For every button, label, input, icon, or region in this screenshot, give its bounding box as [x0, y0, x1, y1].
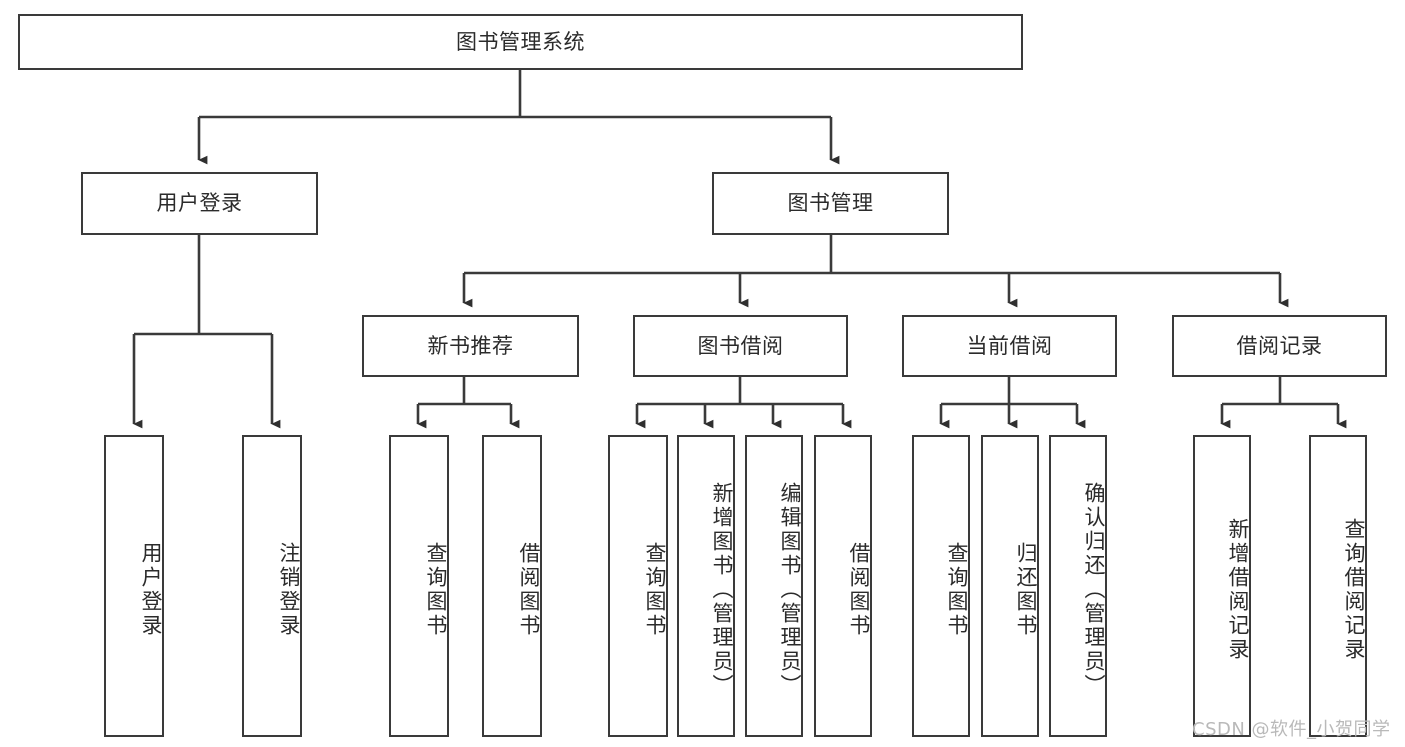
edges-newbook-to-leaves [416, 377, 520, 429]
node-leaf-query-book-recommend[interactable]: 查询图书 [389, 435, 449, 737]
node-leaf-add-borrow-record-label: 新增借阅记录 [1226, 518, 1250, 662]
node-leaf-borrow-book-label: 借阅图书 [847, 542, 871, 638]
node-current-borrow-label: 当前借阅 [966, 333, 1053, 358]
node-borrow-record[interactable]: 借阅记录 [1172, 315, 1387, 377]
node-leaf-add-borrow-record[interactable]: 新增借阅记录 [1193, 435, 1251, 737]
node-book-borrow-label: 图书借阅 [697, 333, 784, 358]
node-leaf-edit-book-admin[interactable]: 编辑图书（管理员） [745, 435, 803, 737]
node-leaf-edit-book-admin-label: 编辑图书（管理员） [778, 482, 802, 698]
node-leaf-query-borrow-record[interactable]: 查询借阅记录 [1309, 435, 1367, 737]
node-book-management[interactable]: 图书管理 [712, 172, 949, 235]
node-current-borrow[interactable]: 当前借阅 [902, 315, 1117, 377]
node-new-book-recommend-label: 新书推荐 [427, 333, 514, 358]
node-leaf-add-book-admin-label: 新增图书（管理员） [710, 482, 734, 698]
node-leaf-logout[interactable]: 注销登录 [242, 435, 302, 737]
node-leaf-query-book-borrow-label: 查询图书 [643, 542, 667, 638]
node-leaf-borrow-book-recommend-label: 借阅图书 [517, 542, 541, 638]
edges-currentborrow-to-leaves [939, 377, 1086, 429]
node-leaf-query-book-current-label: 查询图书 [945, 542, 969, 638]
node-user-login-label: 用户登录 [156, 191, 243, 216]
node-borrow-record-label: 借阅记录 [1236, 333, 1323, 358]
node-leaf-confirm-return-admin-label: 确认归还（管理员） [1082, 482, 1106, 698]
node-leaf-query-book-recommend-label: 查询图书 [424, 542, 448, 638]
node-leaf-borrow-book-recommend[interactable]: 借阅图书 [482, 435, 542, 737]
edges-bookmgmt-to-level3 [462, 235, 1289, 308]
node-book-management-label: 图书管理 [787, 191, 874, 216]
node-root-system[interactable]: 图书管理系统 [18, 14, 1023, 70]
node-leaf-return-book-label: 归还图书 [1014, 542, 1038, 638]
node-leaf-logout-label: 注销登录 [277, 542, 301, 638]
edges-userlogin-to-leaves [132, 235, 281, 429]
node-leaf-query-borrow-record-label: 查询借阅记录 [1342, 518, 1366, 662]
node-book-borrow[interactable]: 图书借阅 [633, 315, 848, 377]
node-user-login[interactable]: 用户登录 [81, 172, 318, 235]
csdn-watermark: CSDN @软件_小贺同学 [1192, 719, 1391, 740]
node-leaf-query-book-borrow[interactable]: 查询图书 [608, 435, 668, 737]
edges-borrowrecord-to-leaves [1220, 377, 1347, 429]
node-leaf-query-book-current[interactable]: 查询图书 [912, 435, 970, 737]
node-new-book-recommend[interactable]: 新书推荐 [362, 315, 579, 377]
edges-root-to-level2 [197, 70, 840, 165]
node-root-system-label: 图书管理系统 [456, 29, 585, 54]
node-leaf-return-book[interactable]: 归还图书 [981, 435, 1039, 737]
node-leaf-add-book-admin[interactable]: 新增图书（管理员） [677, 435, 735, 737]
node-leaf-confirm-return-admin[interactable]: 确认归还（管理员） [1049, 435, 1107, 737]
node-leaf-borrow-book[interactable]: 借阅图书 [814, 435, 872, 737]
node-leaf-user-login-label: 用户登录 [139, 542, 163, 638]
edges-bookborrow-to-leaves [635, 377, 852, 429]
node-leaf-user-login[interactable]: 用户登录 [104, 435, 164, 737]
